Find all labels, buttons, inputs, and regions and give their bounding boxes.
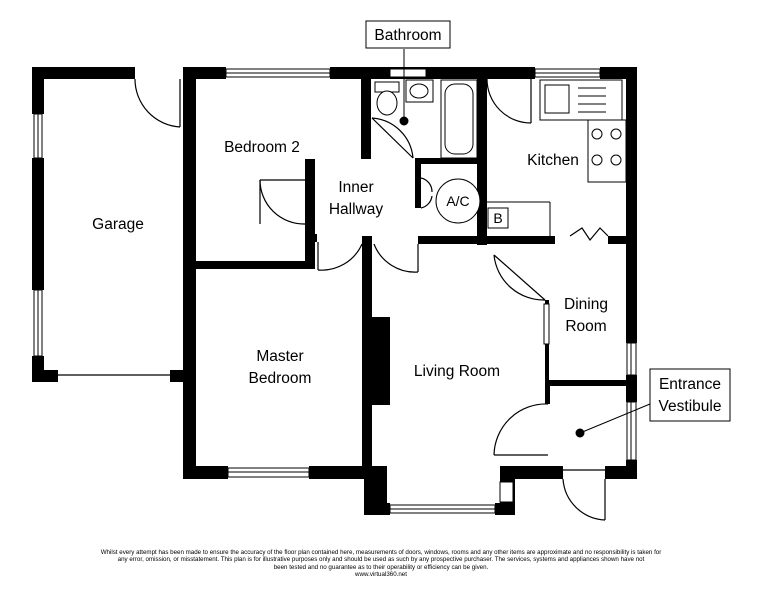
vestibule-wall-bottom-left <box>545 466 563 479</box>
master-wall-left <box>183 261 196 479</box>
bathroom-label: Bathroom <box>374 27 441 44</box>
disclaimer-website: www.virtual360.net <box>355 571 407 579</box>
ac-label: A/C <box>446 193 469 209</box>
inner-hallway-label-line1: Inner <box>338 179 373 196</box>
bathroom-wall-bottom <box>415 158 487 164</box>
disclaimer: Whilst every attempt has been made to en… <box>20 549 742 579</box>
vestibule-label-line2: Vestibule <box>659 398 722 415</box>
ac-unit <box>435 178 481 224</box>
kitchen-wall-bottom-right <box>608 236 637 244</box>
boiler-box <box>487 207 509 229</box>
master-wall-right <box>362 244 372 479</box>
vestibule-wall-top <box>545 380 637 386</box>
bathroom-wall-right <box>477 67 487 245</box>
walls <box>32 67 637 515</box>
pointers <box>399 49 651 438</box>
boiler-label: B <box>493 210 502 226</box>
garage-wall-bottom-left <box>32 370 58 382</box>
inner-hallway-label-line2: Hallway <box>329 201 384 218</box>
windows <box>33 68 637 514</box>
vestibule-label-line1: Entrance <box>659 376 721 393</box>
bathroom-callout-box <box>365 20 451 49</box>
living-wall-bottom-right <box>500 466 550 479</box>
window-bay-side <box>499 481 514 503</box>
bedroom-divider <box>196 261 315 269</box>
kitchen-label: Kitchen <box>527 152 579 169</box>
master-bedroom-label-line1: Master <box>256 348 303 365</box>
vestibule-wall-left <box>545 380 550 404</box>
vestibule-callout-box <box>649 368 731 422</box>
garage-wall-left-mid <box>32 158 44 290</box>
garage-wall-top <box>32 67 135 79</box>
bedroom2-wall-right-low <box>305 159 315 269</box>
bedroom2-wall-right-top <box>361 67 371 159</box>
master-wall-bottom-left <box>183 466 228 479</box>
kitchen-wall-top-left <box>477 67 535 79</box>
hall-wall-bottom-mid <box>362 236 372 244</box>
stove <box>587 119 627 183</box>
window-bathroom <box>389 68 427 78</box>
bedroom2-wall-top-left <box>183 67 226 79</box>
bedroom2-label: Bedroom 2 <box>224 139 300 156</box>
living-room-label: Living Room <box>414 363 500 380</box>
kitchen-wall-right-top <box>626 67 637 343</box>
dining-label-line2: Room <box>565 318 606 335</box>
fixtures <box>374 79 627 236</box>
doors <box>58 78 609 521</box>
disclaimer-line2: any error, omission, or misstatement. Th… <box>117 556 645 564</box>
floor-plan: Bathroom Entrance Vestibule Garage Bedro… <box>32 20 731 521</box>
garage-wall-left-top <box>32 67 44 114</box>
vestibule-wall-right-top <box>626 375 637 402</box>
hall-wall-bottom-right <box>418 236 555 244</box>
window-dining-inner <box>543 303 550 345</box>
bay-wall-left <box>364 466 387 515</box>
closet-wall <box>415 158 421 208</box>
disclaimer-line1: Whilst every attempt has been made to en… <box>100 549 662 556</box>
fireplace <box>372 317 390 405</box>
disclaimer-line3: been tested and no guarantee as to their… <box>273 563 489 571</box>
hall-wall-bottom-left <box>305 234 317 242</box>
toilet-bowl <box>376 90 398 116</box>
vestibule-wall-bottom-right <box>605 466 637 479</box>
bay-wall-bottom-left <box>364 503 390 515</box>
dining-label-line1: Dining <box>564 296 608 313</box>
master-bedroom-label-line2: Bedroom <box>249 370 312 387</box>
garage-label: Garage <box>92 216 144 233</box>
